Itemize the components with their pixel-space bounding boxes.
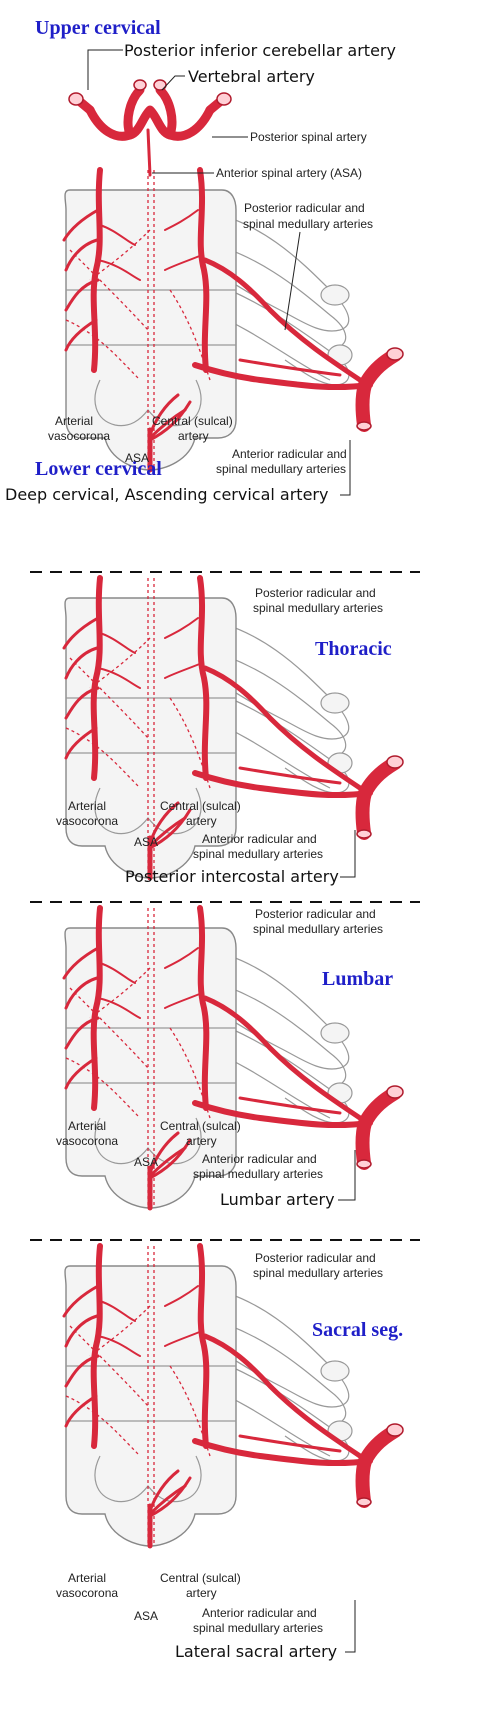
label-posterior-radicular-1: Posterior radicular and	[255, 586, 376, 600]
panel-title-sacral: Sacral seg.	[312, 1319, 403, 1341]
label-vasocorona: vasocorona	[56, 1134, 118, 1148]
leader-posterior-radicular	[284, 231, 301, 331]
label-central-artery: artery	[186, 814, 217, 828]
label-posterior-radicular-2: spinal medullary arteries	[253, 1266, 383, 1280]
panel-sacral: Sacral seg. Posterior radicular and spin…	[56, 1246, 403, 1661]
leader-pica	[87, 49, 123, 90]
leader-intercostal	[340, 830, 356, 878]
callout-pica: Posterior inferior cerebellar artery	[124, 41, 396, 60]
label-anterior-radicular-2: spinal medullary arteries	[193, 1167, 323, 1181]
label-central-sulcal: Central (sulcal)	[152, 414, 233, 428]
label-central-artery: artery	[178, 429, 209, 443]
label-anterior-radicular-1: Anterior radicular and	[232, 447, 347, 461]
label-asa: ASA	[125, 451, 149, 465]
label-vasocorona: vasocorona	[56, 814, 118, 828]
label-central-artery: artery	[186, 1134, 217, 1148]
label-central-sulcal: Central (sulcal)	[160, 1571, 241, 1585]
leader-lumbar-artery	[338, 1150, 356, 1201]
callout-lumbar-artery: Lumbar artery	[220, 1190, 335, 1209]
label-anterior-radicular-2: spinal medullary arteries	[216, 462, 346, 476]
label-central-artery: artery	[186, 1586, 217, 1600]
label-posterior-radicular-1: Posterior radicular and	[244, 201, 365, 215]
label-anterior-radicular-2: spinal medullary arteries	[193, 847, 323, 861]
callout-deep-cervical: Deep cervical, Ascending cervical artery	[5, 485, 328, 504]
label-anterior-radicular-1: Anterior radicular and	[202, 832, 317, 846]
label-asa: ASA	[134, 835, 158, 849]
label-anterior-spinal-artery: Anterior spinal artery (ASA)	[216, 166, 362, 180]
label-posterior-radicular-1: Posterior radicular and	[255, 1251, 376, 1265]
label-asa: ASA	[134, 1155, 158, 1169]
label-central-sulcal: Central (sulcal)	[160, 799, 241, 813]
panel-title-upper-cervical: Upper cervical	[35, 17, 161, 39]
label-posterior-spinal-artery: Posterior spinal artery	[250, 130, 367, 144]
label-vasocorona: vasocorona	[56, 1586, 118, 1600]
panel-lumbar: Lumbar Posterior radicular and spinal me…	[56, 907, 403, 1209]
label-posterior-radicular-1: Posterior radicular and	[255, 907, 376, 921]
leader-vertebral	[161, 75, 185, 91]
label-posterior-radicular-2: spinal medullary arteries	[253, 601, 383, 615]
vertebral-artery-arch	[68, 79, 232, 177]
callout-vertebral-artery: Vertebral artery	[188, 67, 315, 86]
label-arterial: Arterial	[68, 1571, 106, 1585]
panel-title-thoracic: Thoracic	[315, 638, 392, 660]
label-anterior-radicular-2: spinal medullary arteries	[193, 1621, 323, 1635]
label-central-sulcal: Central (sulcal)	[160, 1119, 241, 1133]
panel-title-lumbar: Lumbar	[322, 968, 393, 990]
callout-lateral-sacral: Lateral sacral artery	[175, 1642, 337, 1661]
label-posterior-radicular-2: spinal medullary arteries	[243, 217, 373, 231]
label-arterial: Arterial	[68, 1119, 106, 1133]
label-arterial: Arterial	[55, 414, 93, 428]
leader-deep-cervical	[340, 440, 351, 496]
label-vasocorona: vasocorona	[48, 429, 110, 443]
label-anterior-radicular-1: Anterior radicular and	[202, 1606, 317, 1620]
panel-title-lower-cervical: Lower cervical	[35, 458, 162, 480]
label-anterior-radicular-1: Anterior radicular and	[202, 1152, 317, 1166]
panel-thoracic: Thoracic Posterior radicular and spinal …	[56, 578, 403, 886]
label-posterior-radicular-2: spinal medullary arteries	[253, 922, 383, 936]
label-asa: ASA	[134, 1609, 158, 1623]
leader-lateral-sacral	[345, 1600, 356, 1653]
callout-posterior-intercostal: Posterior intercostal artery	[125, 867, 339, 886]
label-arterial: Arterial	[68, 799, 106, 813]
panel-cervical: Upper cervical Lower cervical Posterior …	[5, 17, 403, 504]
